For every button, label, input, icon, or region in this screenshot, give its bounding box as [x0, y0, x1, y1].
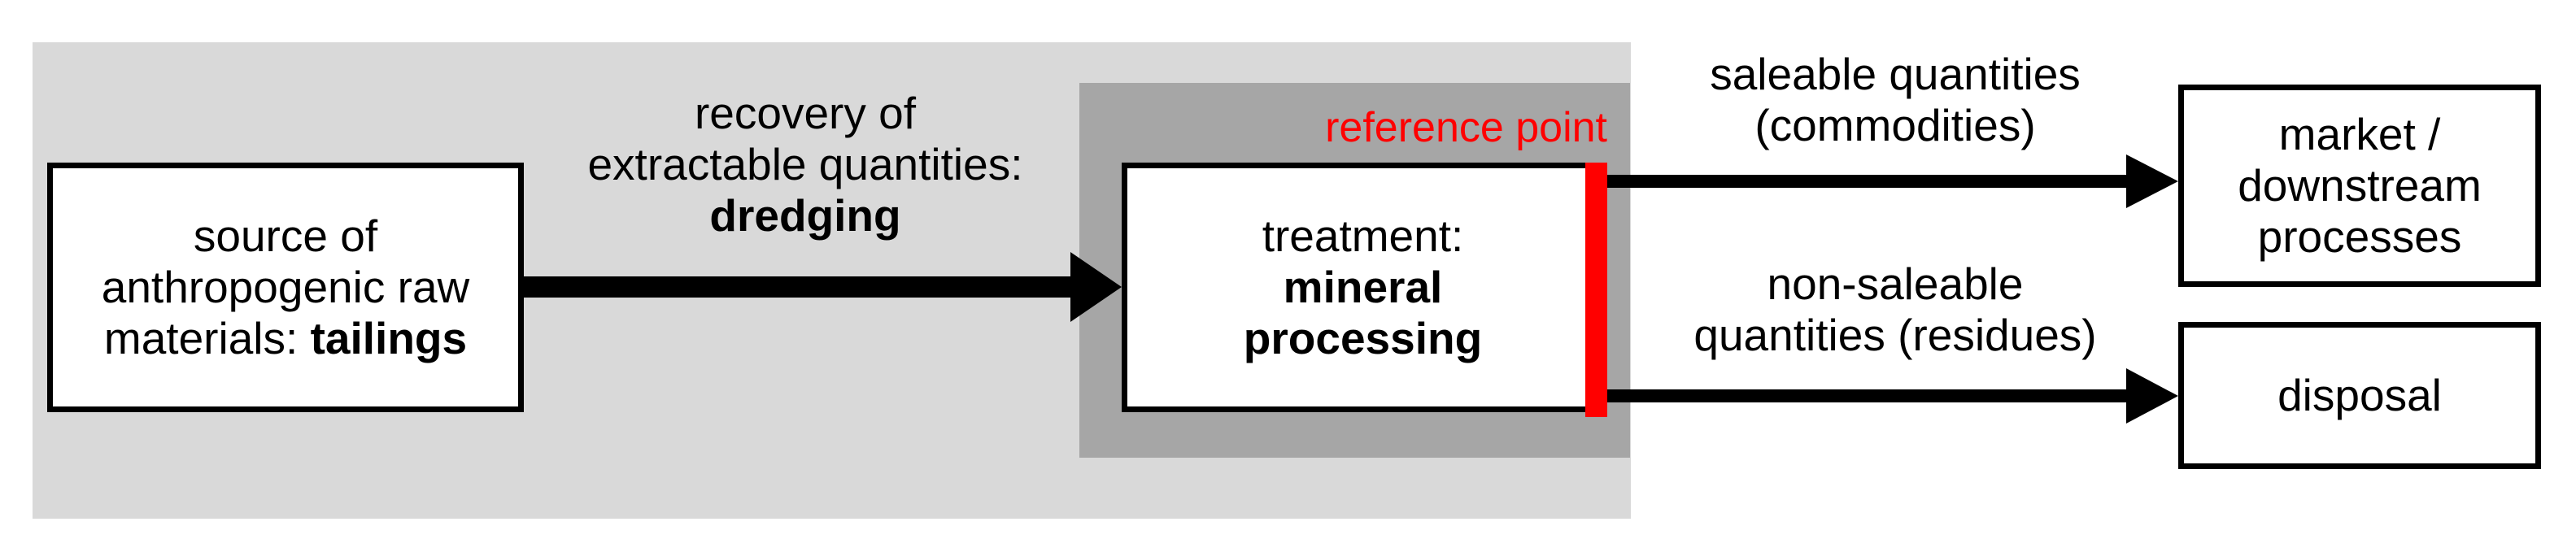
non-saleable-line-1: non-saleable	[1767, 259, 2024, 309]
saleable-line-2: (commodities)	[1754, 100, 2036, 150]
reference-point-label: reference point	[1325, 104, 1607, 151]
treatment-box: treatment: mineral processing	[1122, 163, 1604, 412]
market-line-2: downstream	[2238, 160, 2482, 211]
source-line-1: source of	[193, 211, 378, 261]
treatment-line-1: treatment:	[1262, 211, 1464, 261]
source-line-2: anthropogenic raw	[101, 262, 470, 312]
saleable-line-1: saleable quantities	[1710, 49, 2081, 99]
treatment-mineral: mineral	[1283, 262, 1443, 312]
recovery-dredging: dredging	[709, 190, 901, 241]
arrow-source-to-treatment	[524, 252, 1122, 322]
recovery-label: recovery of extractable quantities: dred…	[521, 88, 1090, 241]
market-line-3: processes	[2257, 211, 2462, 262]
source-line-3: materials: tailings	[104, 313, 467, 364]
source-line-3-prefix: materials:	[103, 313, 311, 363]
reference-point-marker	[1585, 163, 1607, 417]
source-box: source of anthropogenic raw materials: t…	[47, 163, 524, 412]
arrow-non-saleable	[1604, 368, 2178, 424]
saleable-label: saleable quantities (commodities)	[1611, 49, 2180, 151]
disposal-box: disposal	[2178, 322, 2541, 469]
non-saleable-label: non-saleable quantities (residues)	[1611, 259, 2180, 361]
recovery-line-2: extractable quantities:	[587, 139, 1023, 189]
arrow-saleable	[1604, 154, 2178, 208]
non-saleable-line-2: quantities (residues)	[1693, 310, 2097, 360]
disposal-label: disposal	[2277, 370, 2442, 420]
treatment-processing: processing	[1243, 313, 1483, 363]
source-tailings: tailings	[310, 313, 468, 363]
market-box: market / downstream processes	[2178, 85, 2541, 287]
recovery-line-1: recovery of	[694, 88, 917, 138]
market-line-1: market /	[2278, 109, 2441, 159]
